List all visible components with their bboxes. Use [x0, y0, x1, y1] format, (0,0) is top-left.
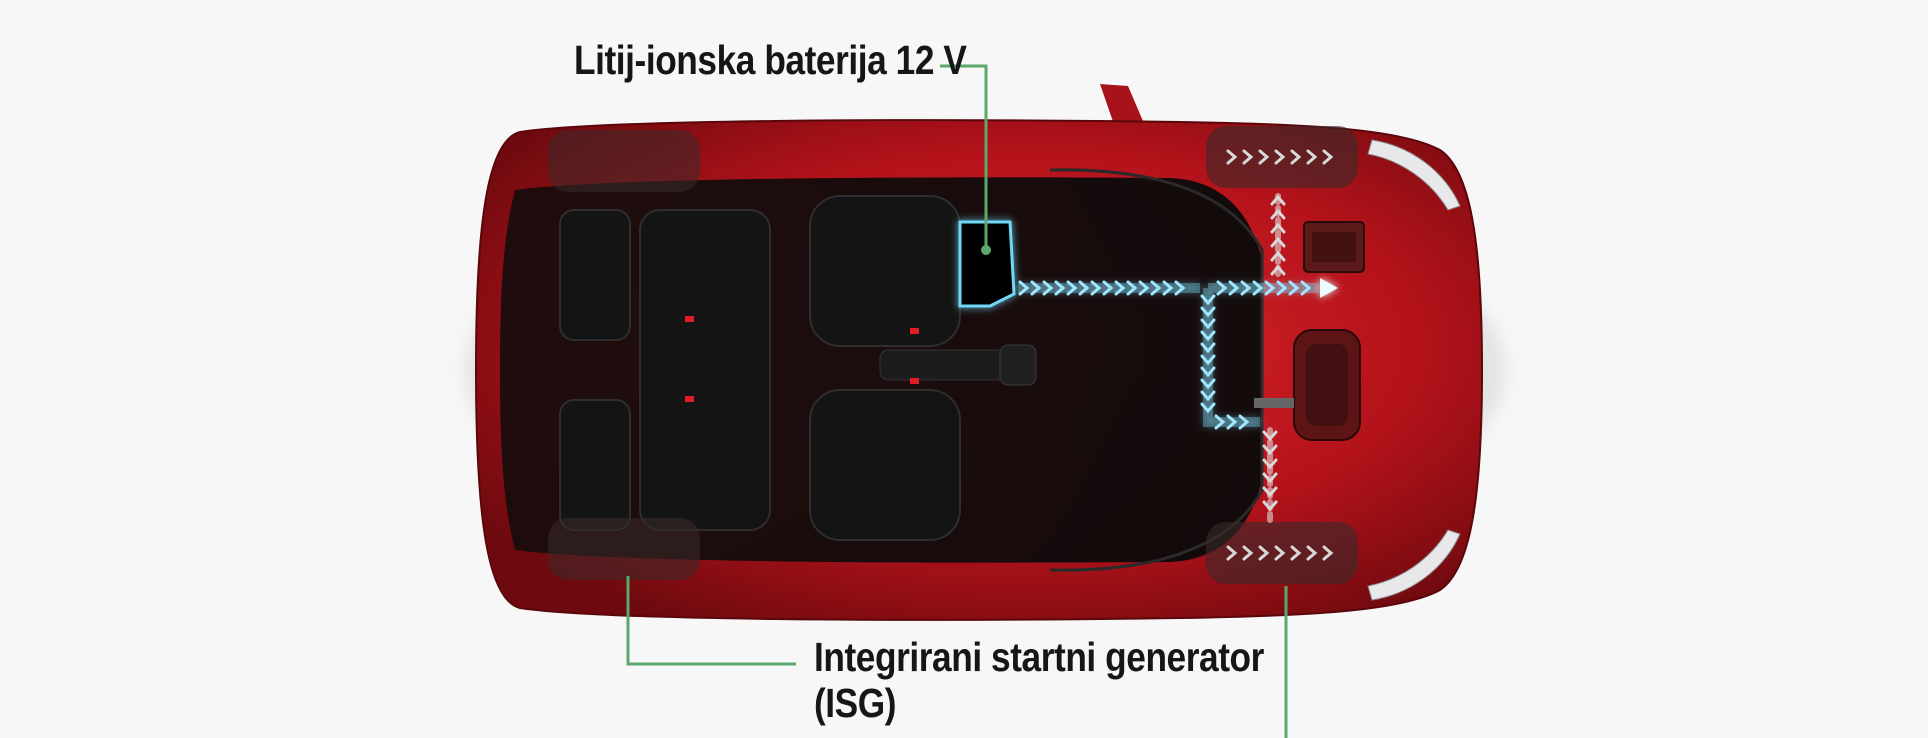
flow-chevron [1228, 280, 1240, 296]
flow-chevron [1078, 280, 1090, 296]
wheel-chevron [1306, 149, 1318, 165]
flow-chevron [1162, 280, 1174, 296]
flow-chevron [1114, 280, 1126, 296]
isg-leader-line [626, 576, 796, 666]
flow-chevron [1288, 280, 1300, 296]
flow-chevron [1300, 280, 1312, 296]
flow-chevron [1200, 294, 1216, 306]
wheel-chevron [1270, 236, 1286, 248]
wheel-chevron [1226, 149, 1238, 165]
wheel-chevron [1322, 545, 1334, 561]
leader-lines [626, 64, 1288, 738]
isg-label-line2: (ISG) [814, 679, 897, 726]
wheel-chevron [1270, 222, 1286, 234]
isg-label-line1: Integrirani startni generator [814, 634, 1264, 680]
flow-chevron [1226, 414, 1238, 430]
wheel-chevron [1274, 545, 1286, 561]
flow-chevron [1200, 318, 1216, 330]
wheel-chevron [1258, 149, 1270, 165]
flow-chevron [1200, 366, 1216, 378]
wheel-chevron [1262, 486, 1278, 498]
flow-chevron [1252, 280, 1264, 296]
wheel-chevron [1262, 430, 1278, 442]
battery-label: Litij-ionska baterija 12 V [574, 37, 967, 83]
wheel-chevron [1274, 149, 1286, 165]
ecu-module [1303, 221, 1365, 273]
flow-chevron [1042, 280, 1054, 296]
flow-chevron [1238, 414, 1250, 430]
wheel-chevron [1242, 545, 1254, 561]
wheel-chevron [1322, 149, 1334, 165]
flow-chevron [1276, 280, 1288, 296]
flow-chevron [1200, 354, 1216, 366]
flow-chevron [1102, 280, 1114, 296]
flow-chevron [1150, 280, 1162, 296]
flow-chevron [1066, 280, 1078, 296]
flow-chevron [1018, 280, 1030, 296]
flow-chevron [1174, 280, 1186, 296]
flow-chevron [1264, 280, 1276, 296]
wheel-chevron [1258, 545, 1270, 561]
flow-chevron [1200, 306, 1216, 318]
flow-chevron [1240, 280, 1252, 296]
flow-chevron [1030, 280, 1042, 296]
wheel-chevron [1262, 458, 1278, 470]
wheel-chevron [1262, 444, 1278, 456]
isg-label: Integrirani startni generator (ISG) [814, 634, 1264, 727]
flow-chevron [1126, 280, 1138, 296]
wheel-chevron [1262, 500, 1278, 512]
wheel-chevron [1242, 149, 1254, 165]
wheel-chevron [1270, 264, 1286, 276]
flow-chevron [1054, 280, 1066, 296]
flow-chevron [1214, 414, 1226, 430]
car-top-view-icon [474, 84, 1484, 621]
generator-icon [1254, 329, 1361, 441]
flow-chevron [1138, 280, 1150, 296]
battery-leader-line [940, 64, 988, 248]
wheel-chevron [1290, 149, 1302, 165]
wheel-chevron [1270, 194, 1286, 206]
chevron-arrow-icon [1018, 149, 1334, 561]
wheel-chevron [1270, 208, 1286, 220]
wheel-chevron [1226, 545, 1238, 561]
wheel-chevron [1290, 545, 1302, 561]
battery-icon [958, 220, 1016, 308]
flow-chevron [1200, 402, 1216, 414]
flow-chevron [1200, 390, 1216, 402]
flow-chevron [1200, 378, 1216, 390]
wheel-chevron [1306, 545, 1318, 561]
flow-chevron [1200, 330, 1216, 342]
wheel-chevron [1262, 472, 1278, 484]
flow-chevron [1090, 280, 1102, 296]
flow-chevron [1200, 342, 1216, 354]
wheel-chevron [1270, 250, 1286, 262]
flow-chevron [1216, 280, 1228, 296]
